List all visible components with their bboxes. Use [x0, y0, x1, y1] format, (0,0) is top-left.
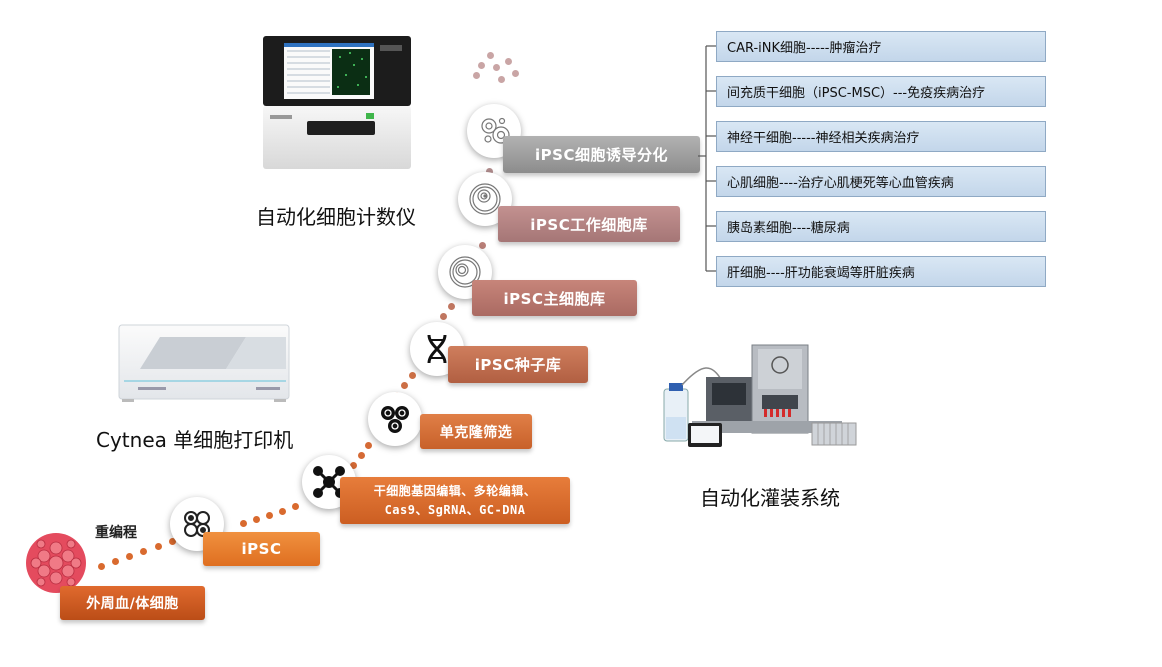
step-source-bar: 外周血/体细胞: [60, 586, 205, 620]
step-working-bank-bar: iPSC工作细胞库: [498, 206, 680, 242]
step-master-bank-label: iPSC主细胞库: [503, 289, 606, 308]
single-cell-printer-device-image: [118, 323, 293, 403]
step-seed-bank-bar: iPSC种子库: [448, 346, 588, 383]
filling-system-label: 自动化灌装系统: [700, 486, 840, 510]
step-master-bank-bar: iPSC主细胞库: [472, 280, 637, 316]
step-seed-bank-label: iPSC种子库: [474, 356, 562, 374]
cell-counter-device-image: [262, 35, 412, 170]
step-source-label: 外周血/体细胞: [86, 596, 179, 612]
step-working-bank-label: iPSC工作细胞库: [530, 215, 648, 234]
filling-system-device-image: [662, 343, 860, 451]
application-item: CAR-iNK细胞-----肿瘤治疗: [716, 31, 1046, 62]
cell-counter-label: 自动化细胞计数仪: [256, 205, 416, 229]
reprogram-label: 重编程: [95, 525, 137, 541]
application-item: 神经干细胞-----神经相关疾病治疗: [716, 121, 1046, 152]
application-bracket: [698, 40, 718, 280]
single-cell-printer-label: Cytnea 单细胞打印机: [96, 428, 294, 452]
step-ipsc-label: iPSC: [241, 540, 282, 558]
step-editing-line1: 干细胞基因编辑、多轮编辑、: [373, 483, 537, 498]
step-editing-line2: Cas9、SgRNA、GC-DNA: [384, 502, 526, 517]
step-editing-bar: 干细胞基因编辑、多轮编辑、 Cas9、SgRNA、GC-DNA: [340, 477, 570, 524]
cell-cluster-icon: [25, 532, 87, 594]
application-item: 心肌细胞----治疗心肌梗死等心血管疾病: [716, 166, 1046, 197]
application-item: 间充质干细胞（iPSC-MSC）---免疫疾病治疗: [716, 76, 1046, 107]
three-cells-icon: [368, 392, 422, 446]
application-item: 肝细胞----肝功能衰竭等肝脏疾病: [716, 256, 1046, 287]
step-monoclonal-label: 单克隆筛选: [439, 424, 513, 441]
step-differentiation-label: iPSC细胞诱导分化: [535, 146, 668, 164]
step-differentiation-bar: iPSC细胞诱导分化: [503, 136, 700, 173]
step-monoclonal-bar: 单克隆筛选: [420, 414, 532, 449]
step-ipsc-bar: iPSC: [203, 532, 320, 566]
application-item: 胰岛素细胞----糖尿病: [716, 211, 1046, 242]
